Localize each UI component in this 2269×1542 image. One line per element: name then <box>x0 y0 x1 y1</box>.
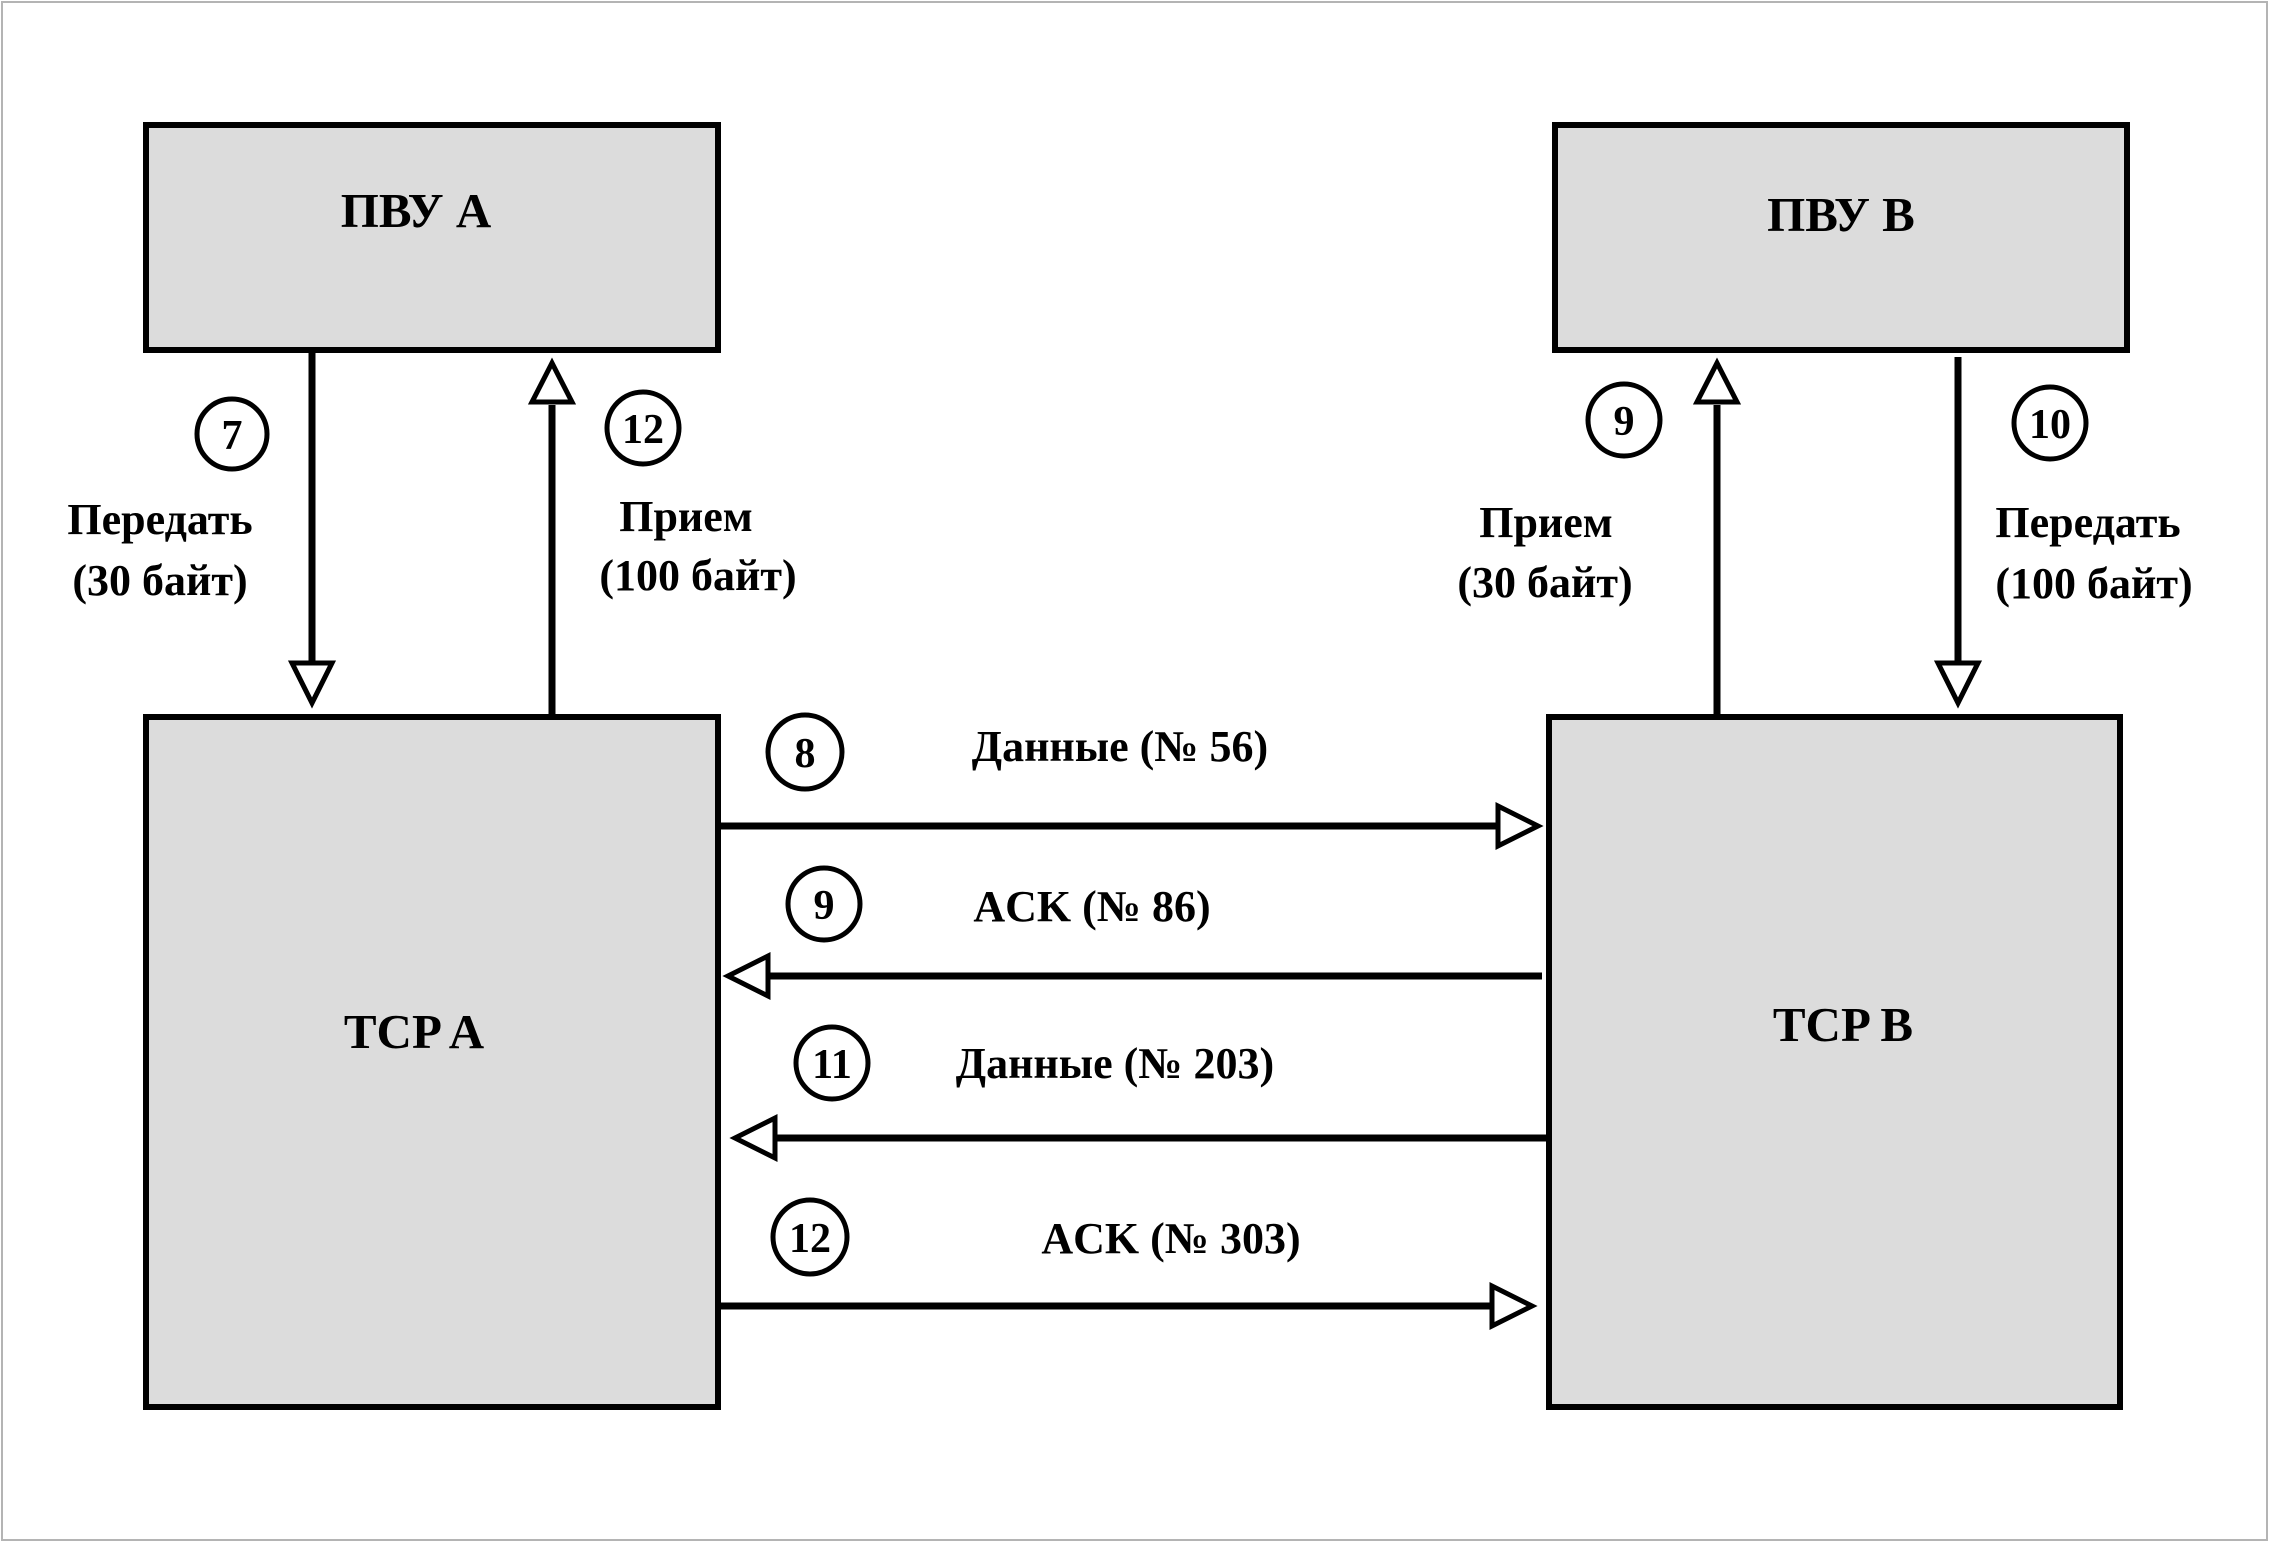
step-circle <box>2011 384 2089 462</box>
box-pvu-b-rect <box>1552 122 2130 353</box>
link-label: ACK (№ 303) <box>1041 1214 1300 1263</box>
arrow-head-up <box>527 357 577 405</box>
box-pvu-a-label: ПВУ А <box>341 183 492 238</box>
box-tcp-b-label: TCP B <box>1773 997 1913 1052</box>
link-label-line1: Прием <box>619 492 753 541</box>
box-tcp-a: TCP A <box>143 714 721 1410</box>
step-number: 7 <box>222 413 243 459</box>
step-circle <box>194 396 270 472</box>
step-number: 8 <box>795 731 816 777</box>
arrow-head-right <box>1495 801 1544 851</box>
step-circle <box>785 865 863 943</box>
step-circle <box>770 1197 850 1277</box>
link-label: Данные (№ 56) <box>972 722 1268 771</box>
arrow-head-down <box>287 660 337 709</box>
step-circle <box>765 712 845 792</box>
link-label-line2: (30 байт) <box>72 556 247 605</box>
link-10-send: 10 Передать (100 байт) <box>1933 357 2193 709</box>
link-label-line1: Передать <box>1995 498 2180 547</box>
box-tcp-b: TCP B <box>1546 714 2123 1410</box>
link-label-line1: Прием <box>1479 498 1613 547</box>
box-pvu-b: ПВУ В <box>1552 122 2130 353</box>
box-pvu-b-label: ПВУ В <box>1767 187 1915 242</box>
arrow-head-left <box>729 1113 778 1163</box>
link-11-data: 11 Данные (№ 203) <box>729 1024 1549 1163</box>
step-number: 9 <box>814 883 835 929</box>
link-9-receive: 9 Прием (30 байт) <box>1457 357 1742 714</box>
link-7-send: 7 Передать (30 байт) <box>67 350 337 709</box>
step-number: 10 <box>2029 402 2071 448</box>
link-label-line2: (100 байт) <box>1995 559 2192 608</box>
arrow-head-right <box>1489 1281 1538 1331</box>
step-number: 11 <box>812 1042 852 1088</box>
link-label-line2: (100 байт) <box>599 551 796 600</box>
link-label-line2: (30 байт) <box>1457 558 1632 607</box>
box-tcp-b-rect <box>1546 714 2123 1410</box>
arrow-head-left <box>722 951 771 1001</box>
link-label-line1: Передать <box>67 495 252 544</box>
link-12-ack: 12 ACK (№ 303) <box>721 1197 1538 1331</box>
link-8-data: 8 Данные (№ 56) <box>721 712 1544 851</box>
link-9-ack: 9 ACK (№ 86) <box>722 865 1542 1001</box>
step-number: 12 <box>789 1216 831 1262</box>
step-circle <box>1585 381 1663 459</box>
step-number: 9 <box>1614 399 1635 445</box>
box-pvu-a: ПВУ А <box>143 122 721 353</box>
step-circle <box>604 389 682 467</box>
box-tcp-a-rect <box>143 714 721 1410</box>
arrow-head-up <box>1692 357 1742 405</box>
box-pvu-a-rect <box>143 122 721 353</box>
step-circle <box>793 1024 871 1102</box>
box-tcp-a-label: TCP A <box>344 1004 485 1059</box>
arrow-head-down <box>1933 660 1983 709</box>
link-12-receive: 12 Прием (100 байт) <box>527 357 797 714</box>
link-label: Данные (№ 203) <box>956 1039 1274 1088</box>
link-label: ACK (№ 86) <box>973 882 1210 931</box>
step-number: 12 <box>622 407 664 453</box>
